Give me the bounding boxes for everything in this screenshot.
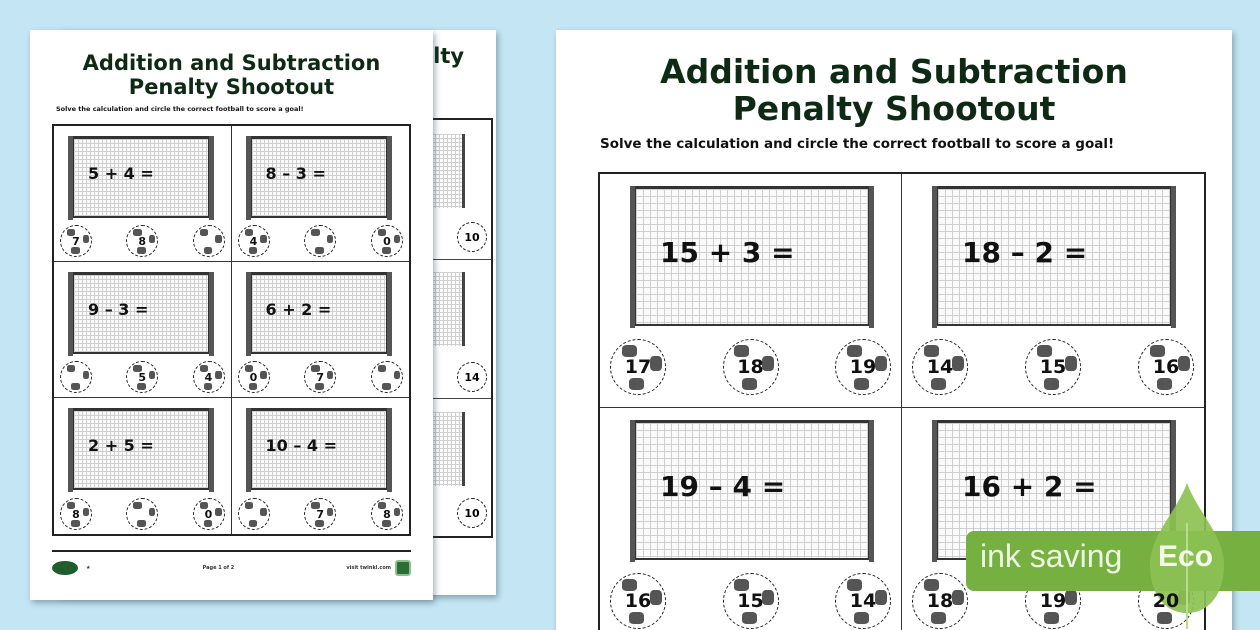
question-cell: 15 + 3 = 17 18 19 — [600, 174, 902, 408]
equation: 5 + 4 = — [88, 164, 154, 183]
goal-net-icon — [932, 186, 1176, 328]
football-icon[interactable]: 4 — [237, 225, 270, 257]
football-icon[interactable]: 16 — [1138, 339, 1194, 395]
equation: 19 – 4 = — [660, 470, 786, 503]
football-icon[interactable]: 7 — [304, 498, 337, 530]
equation: 18 – 2 = — [962, 236, 1088, 269]
worksheet-title: Addition and Subtraction Penalty Shootou… — [82, 51, 381, 99]
goal-net-icon — [68, 136, 214, 220]
equation: 8 – 3 = — [265, 164, 326, 183]
football-icon[interactable]: 7 — [304, 361, 337, 393]
goal-net-icon — [245, 408, 392, 492]
divider — [405, 398, 491, 399]
worksheet-instruction: Solve the calculation and circle the cor… — [600, 135, 1115, 152]
equation: 6 + 2 = — [265, 300, 332, 319]
football-icon[interactable]: 14 — [912, 339, 968, 395]
football-icon: 14 — [457, 362, 487, 392]
footer-site-text: visit twinkl.com — [346, 565, 391, 571]
football-icon[interactable] — [304, 225, 337, 257]
worksheet-page-1-thumbnail: Addition and Subtraction Penalty Shootou… — [30, 30, 433, 600]
football-icon[interactable]: 18 — [912, 573, 968, 629]
football-icon[interactable]: 19 — [835, 339, 891, 395]
football-icon[interactable]: 16 — [610, 573, 666, 629]
goal-net-icon — [245, 272, 392, 356]
football-icon[interactable]: 8 — [371, 498, 403, 530]
page-number: Page 1 of 2 — [202, 565, 235, 571]
ink-saving-text: ink saving — [980, 538, 1123, 574]
football-icon[interactable]: 17 — [610, 339, 666, 395]
question-cell: 5 + 4 = 7 8 — [54, 126, 232, 262]
badge-icon — [395, 560, 411, 576]
question-grid: 5 + 4 = 7 8 8 – 3 = 4 0 9 – 3 = 5 4 — [52, 124, 411, 536]
equation: 9 – 3 = — [88, 300, 149, 319]
eco-label: Eco — [1158, 540, 1214, 573]
star-icon: ★ — [86, 565, 91, 571]
football-icon[interactable]: 4 — [192, 361, 225, 393]
divider — [405, 259, 491, 260]
equation: 2 + 5 = — [88, 436, 154, 455]
worksheet-title: Addition and Subtraction Penalty Shootou… — [660, 52, 1128, 128]
question-cell: 18 – 2 = 14 15 16 — [902, 174, 1204, 408]
football-icon[interactable]: 14 — [835, 573, 891, 629]
goal-net-icon — [245, 136, 392, 220]
football-icon[interactable] — [371, 361, 403, 393]
football-icon[interactable]: 5 — [126, 361, 159, 393]
goal-net-icon — [68, 272, 214, 356]
question-cell: 9 – 3 = 5 4 — [54, 262, 232, 398]
question-cell: 10 – 4 = 7 8 — [232, 398, 410, 534]
football-icon[interactable]: 0 — [237, 361, 270, 393]
question-cell: 2 + 5 = 8 0 — [54, 398, 232, 534]
football-icon: 10 — [457, 222, 487, 252]
football-icon[interactable] — [192, 225, 225, 257]
football-icon[interactable]: 7 — [60, 225, 92, 257]
equation: 15 + 3 = — [660, 236, 795, 269]
goal-net-icon — [630, 186, 874, 328]
brand-logo-icon — [52, 561, 78, 575]
football-icon[interactable]: 18 — [722, 339, 779, 395]
football-icon[interactable]: 8 — [60, 498, 92, 530]
equation: 10 – 4 = — [265, 436, 338, 455]
question-cell: 6 + 2 = 0 7 — [231, 262, 409, 398]
football-icon[interactable]: 0 — [192, 498, 225, 530]
equation: 16 + 2 = — [962, 470, 1097, 503]
football-icon[interactable]: 8 — [126, 225, 159, 257]
footer-divider — [52, 550, 411, 552]
question-cell: 19 – 4 = 16 15 14 — [600, 408, 902, 630]
worksheet-footer: ★ Page 1 of 2 visit twinkl.com — [52, 556, 411, 580]
football-icon[interactable]: 0 — [371, 225, 403, 257]
worksheet-instruction: Solve the calculation and circle the cor… — [56, 105, 304, 114]
football-icon[interactable] — [60, 361, 92, 393]
football-icon[interactable] — [237, 498, 270, 530]
football-icon: 10 — [457, 498, 487, 528]
football-icon[interactable]: 15 — [1025, 339, 1081, 395]
eco-leaf-drop-icon — [1150, 483, 1224, 629]
football-icon[interactable] — [126, 498, 159, 530]
goal-net-icon — [68, 408, 214, 492]
question-cell: 8 – 3 = 4 0 — [231, 126, 409, 262]
football-icon[interactable]: 15 — [722, 573, 779, 629]
goal-net-icon — [630, 420, 874, 562]
